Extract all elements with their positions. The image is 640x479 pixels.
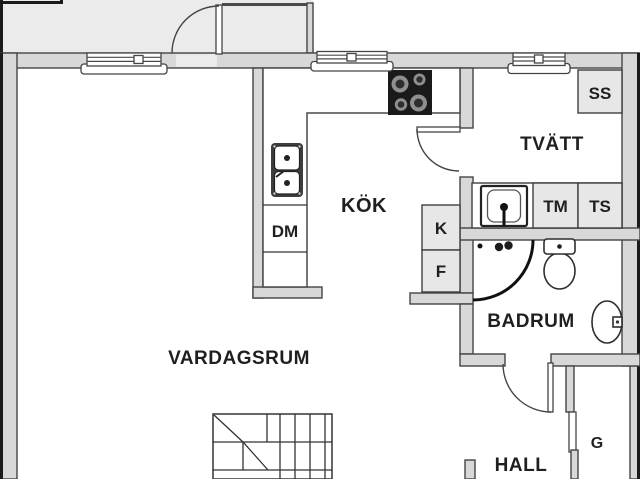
room-label-kok: KÖK xyxy=(341,194,387,217)
room-label-hall: HALL xyxy=(495,455,548,476)
laundry-sink-icon xyxy=(479,184,529,228)
shower-icon xyxy=(472,239,535,302)
unit-label-ts: TS xyxy=(589,197,611,216)
window-tvatt xyxy=(507,52,571,75)
kitchen-tvatt-door xyxy=(416,126,461,172)
unit-label-f: F xyxy=(436,262,446,281)
window-vardagsrum xyxy=(80,52,168,75)
room-label-vardagsrum: VARDAGSRUM xyxy=(168,348,310,369)
window-kok xyxy=(310,50,394,72)
unit-label-dm: DM xyxy=(272,222,298,241)
unit-label-g: G xyxy=(591,435,603,452)
double-sink-icon xyxy=(271,143,303,197)
toilet-icon xyxy=(543,238,576,290)
room-label-badrum: BADRUM xyxy=(487,311,574,332)
unit-label-ss: SS xyxy=(589,84,612,103)
ss-box xyxy=(577,69,623,114)
unit-label-k: K xyxy=(435,219,448,238)
upper-room xyxy=(0,0,314,54)
freezer-box xyxy=(421,249,461,293)
fridge-box xyxy=(421,204,461,251)
washbasin-icon xyxy=(591,300,623,344)
stove-icon xyxy=(388,70,432,115)
unit-label-tm: TM xyxy=(543,197,568,216)
upper-room-door xyxy=(171,4,223,55)
room-label-tvatt: TVÄTT xyxy=(520,134,584,155)
stairs-icon xyxy=(212,413,333,479)
badrum-door xyxy=(502,362,554,413)
